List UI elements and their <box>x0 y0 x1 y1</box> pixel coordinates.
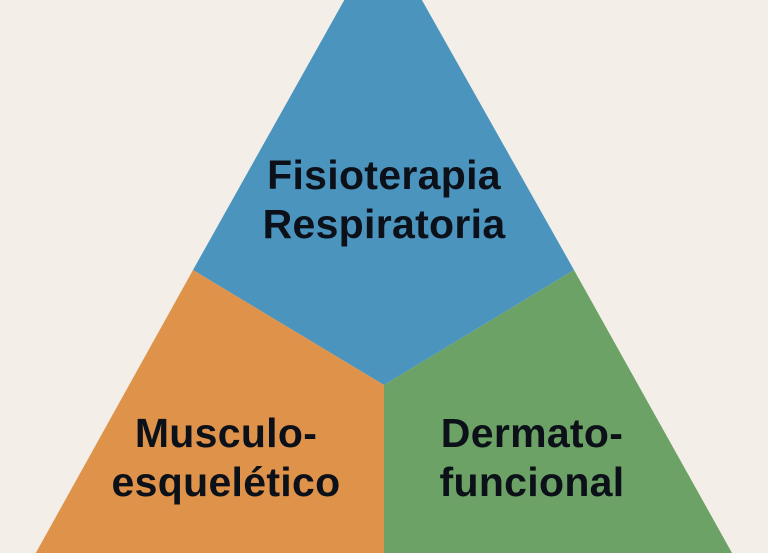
segment-dermato-funcional <box>384 270 733 553</box>
segment-musculo-esqueletico <box>35 270 384 553</box>
segment-fisioterapia-respiratoria <box>193 0 574 385</box>
